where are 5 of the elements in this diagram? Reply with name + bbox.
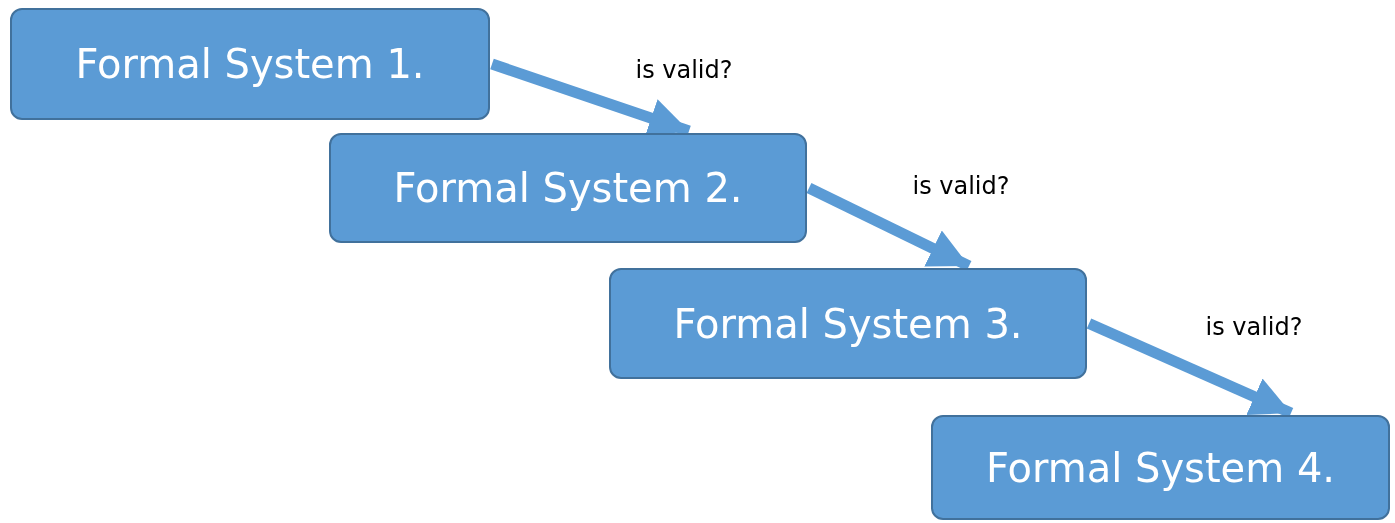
process-box: Formal System 3. [609, 268, 1087, 379]
arrow [806, 183, 972, 271]
process-box: Formal System 1. [10, 8, 490, 120]
process-box: Formal System 4. [931, 415, 1390, 520]
process-box: Formal System 2. [329, 133, 807, 243]
